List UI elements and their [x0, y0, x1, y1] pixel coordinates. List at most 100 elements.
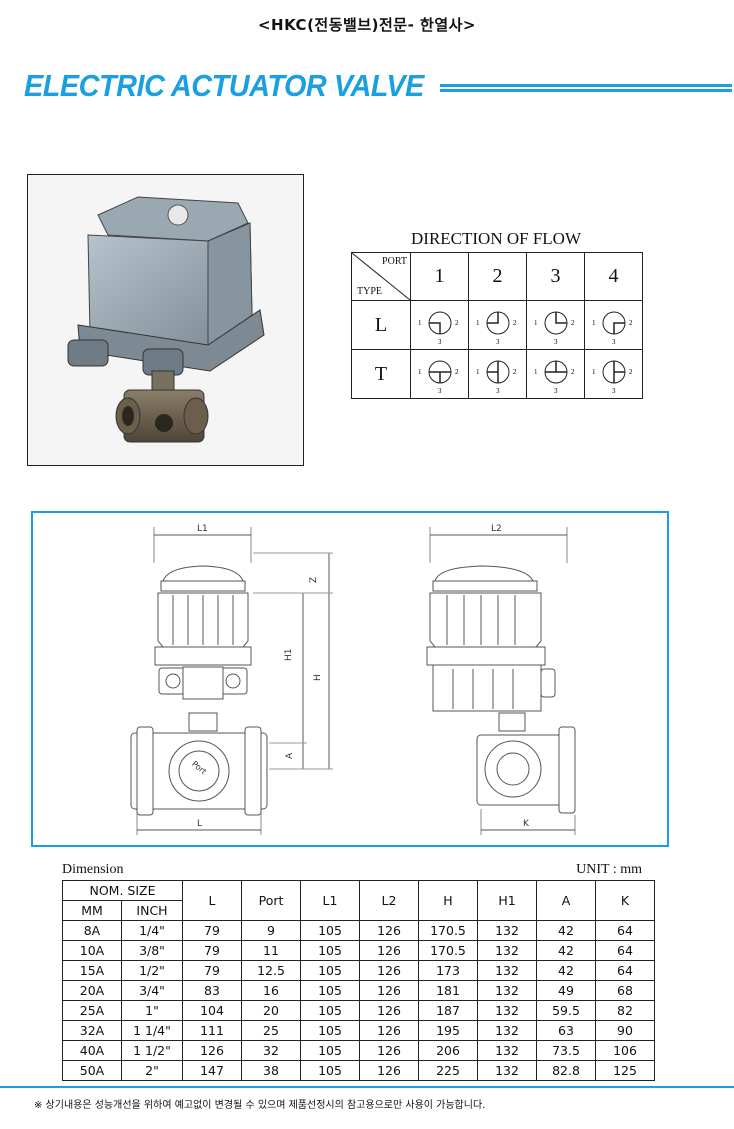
- table-cell: 1 1/4": [121, 1020, 183, 1041]
- footer-note: ※ 상기내용은 성능개선을 위하여 예고없이 변경될 수 있으며 제품선정시의 …: [34, 1100, 486, 1111]
- table-cell: 132: [477, 960, 537, 981]
- table-cell: 126: [359, 1060, 419, 1081]
- dim-label-l: L: [197, 819, 202, 829]
- title-rule: [440, 84, 732, 98]
- table-cell: 105: [300, 1060, 360, 1081]
- dim-label-h1: H1: [284, 649, 294, 662]
- table-cell: 79: [182, 960, 242, 981]
- symbol-port-label: 2: [455, 319, 459, 327]
- table-cell: 12.5: [241, 960, 301, 981]
- port-number: 1: [410, 252, 469, 301]
- table-cell: 42: [536, 920, 596, 941]
- table-cell: 42: [536, 940, 596, 961]
- table-cell: 10A: [62, 940, 122, 961]
- table-cell: 106: [595, 1040, 655, 1061]
- svg-text:2: 2: [571, 319, 575, 327]
- table-cell: 59.5: [536, 1000, 596, 1021]
- bottom-rule: [0, 1086, 734, 1088]
- svg-text:3: 3: [612, 387, 616, 394]
- corner-port-label: PORT: [382, 256, 407, 267]
- table-cell: 25: [241, 1020, 301, 1041]
- svg-text:2: 2: [455, 368, 459, 376]
- table-cell: 82: [595, 1000, 655, 1021]
- symbol-port-label: 1: [418, 319, 422, 327]
- type-label: T: [351, 349, 411, 399]
- table-cell: 105: [300, 940, 360, 961]
- table-cell: 225: [418, 1060, 478, 1081]
- svg-text:3: 3: [612, 338, 616, 345]
- header-col: K: [595, 880, 655, 921]
- svg-text:1: 1: [592, 319, 596, 327]
- table-cell: 105: [300, 1040, 360, 1061]
- table-cell: 83: [182, 980, 242, 1001]
- table-cell: 50A: [62, 1060, 122, 1081]
- table-cell: 206: [418, 1040, 478, 1061]
- table-cell: 195: [418, 1020, 478, 1041]
- svg-text:3: 3: [438, 387, 442, 394]
- svg-text:2: 2: [629, 319, 633, 327]
- table-cell: 132: [477, 1040, 537, 1061]
- svg-text:3: 3: [496, 338, 500, 345]
- table-cell: 126: [359, 1000, 419, 1021]
- port-number: 3: [526, 252, 585, 301]
- table-cell: 64: [595, 920, 655, 941]
- table-cell: 1": [121, 1000, 183, 1021]
- table-cell: 40A: [62, 1040, 122, 1061]
- table-cell: 132: [477, 920, 537, 941]
- dimension-title: Dimension: [62, 862, 124, 877]
- corner-diagonal: [352, 253, 410, 300]
- table-cell: 173: [418, 960, 478, 981]
- svg-text:1: 1: [476, 368, 480, 376]
- header-nom-size: NOM. SIZE: [62, 880, 183, 901]
- table-cell: 132: [477, 980, 537, 1001]
- table-cell: 104: [182, 1000, 242, 1021]
- table-cell: 64: [595, 960, 655, 981]
- header-col: L: [182, 880, 242, 921]
- table-cell: 38: [241, 1060, 301, 1081]
- port-number: 4: [584, 252, 643, 301]
- table-cell: 90: [595, 1020, 655, 1041]
- table-cell: 2": [121, 1060, 183, 1081]
- table-cell: 126: [182, 1040, 242, 1061]
- port-number: 2: [468, 252, 527, 301]
- table-cell: 111: [182, 1020, 242, 1041]
- table-cell: 11: [241, 940, 301, 961]
- svg-text:3: 3: [496, 387, 500, 394]
- svg-text:1: 1: [592, 368, 596, 376]
- svg-text:1: 1: [534, 368, 538, 376]
- dim-label-z: Z: [309, 577, 319, 583]
- symbol-port-label: 3: [438, 338, 442, 345]
- table-cell: 49: [536, 980, 596, 1001]
- table-cell: 181: [418, 980, 478, 1001]
- table-cell: 126: [359, 960, 419, 981]
- table-cell: 64: [595, 940, 655, 961]
- table-cell: 147: [182, 1060, 242, 1081]
- dim-label-l1: L1: [197, 524, 208, 534]
- table-cell: 32: [241, 1040, 301, 1061]
- header-col: L2: [359, 880, 419, 921]
- header-col: Port: [241, 880, 301, 921]
- header-col: H1: [477, 880, 537, 921]
- svg-text:1: 1: [534, 319, 538, 327]
- svg-text:1: 1: [476, 319, 480, 327]
- table-cell: 73.5: [536, 1040, 596, 1061]
- dim-label-a: A: [285, 752, 295, 759]
- table-cell: 105: [300, 920, 360, 941]
- dimension-table: NOM. SIZE L Port L1 L2 H H1 A K MM INCH …: [62, 880, 655, 1081]
- flow-symbol-l1: 1 2 3: [410, 300, 469, 350]
- header-inch: INCH: [121, 900, 183, 921]
- company-header: <HKC(전동밸브)전문- 한열사>: [257, 16, 476, 34]
- table-cell: 126: [359, 980, 419, 1001]
- table-cell: 79: [182, 920, 242, 941]
- table-cell: 132: [477, 1000, 537, 1021]
